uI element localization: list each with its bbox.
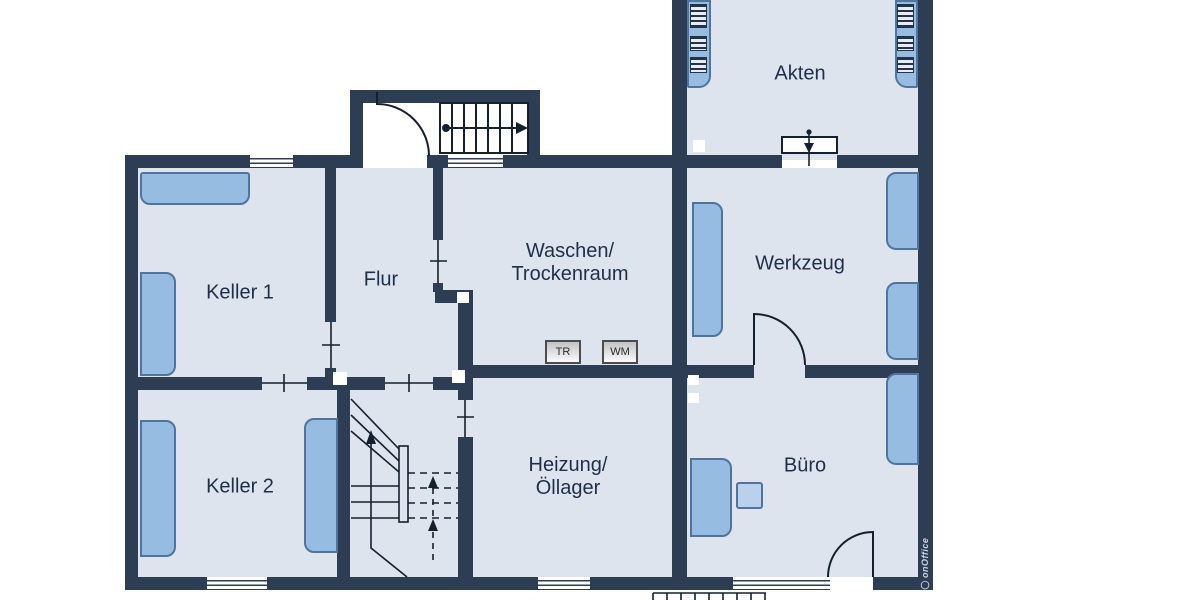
wall-heizung-left-upper [458, 303, 473, 400]
furniture-keller2-shelf-right [304, 418, 338, 553]
appliance-washer: WM [602, 340, 638, 364]
onoffice-watermark: ◯ onOffice [916, 512, 934, 590]
wall-niche-waschen [457, 292, 469, 303]
appliance-dryer-label: TR [555, 346, 571, 358]
file-stack [690, 36, 707, 51]
wall-niche-buero-2 [688, 393, 699, 403]
room-label-waschen-line2: Trockenraum [511, 263, 629, 285]
window-buero-bottom [733, 577, 830, 590]
wall-vestibule-top [350, 90, 540, 103]
wall-vestibule-left [350, 90, 363, 168]
furniture-keller1-shelf-top [140, 172, 250, 205]
wall-vestibule-right [527, 90, 540, 168]
exterior-steps-bottom [652, 592, 766, 600]
room-akten-floor [687, 0, 918, 160]
furniture-buero-cabinet-right [886, 373, 919, 465]
wall-waschen-heizung-divider [458, 365, 687, 378]
furniture-werkzeug-cabinet-left [692, 202, 723, 337]
furniture-werkzeug-cabinet-right2 [886, 282, 919, 360]
wall-outer-left [125, 155, 138, 590]
wall-heizung-left-lower [458, 437, 473, 577]
wall-niche-buero-1 [688, 375, 699, 385]
file-stack [690, 4, 707, 28]
furniture-buero-desk [690, 458, 732, 537]
onoffice-watermark-text: onOffice [920, 538, 930, 579]
wall-niche-keller2 [333, 372, 347, 385]
wall-outer-bottom [125, 577, 933, 590]
room-label-akten: Akten [774, 62, 826, 85]
wall-werkzeug-buero-left [687, 365, 754, 378]
furniture-keller2-shelf-left [140, 420, 176, 557]
window-keller2-bottom [207, 577, 267, 590]
wall-top-b [540, 155, 672, 168]
wall-top-stub1 [427, 155, 448, 168]
wall-outer-right [918, 0, 933, 590]
wall-niche-akten [693, 140, 705, 152]
wall-top-a [125, 155, 350, 168]
wall-stairhall-left [337, 377, 350, 577]
vestibule-floor [363, 103, 527, 158]
wall-akten-bottom-left [672, 155, 782, 168]
wall-keller-divider-left [138, 377, 262, 390]
wall-niche-heizung [452, 370, 465, 383]
window-heizung-bottom [538, 577, 590, 590]
wall-keller1-right-upper [325, 168, 336, 322]
room-label-keller2: Keller 2 [206, 475, 274, 498]
wall-flur-bottom-right [433, 377, 458, 390]
door-opening-buero-exterior [830, 577, 873, 590]
onoffice-logo-icon: ◯ [920, 580, 930, 591]
door-opening-vestibule [363, 155, 427, 168]
appliance-washer-label: WM [610, 346, 630, 358]
room-label-heizung: Heizung/ Öllager [529, 454, 608, 500]
room-label-flur: Flur [363, 268, 399, 291]
wall-flur-bottom-left [350, 377, 385, 390]
wall-akten-bottom-right [837, 155, 933, 168]
file-stack [897, 4, 914, 28]
window-keller1-top [250, 155, 293, 168]
appliance-dryer: TR [545, 340, 581, 364]
room-label-werkzeug: Werkzeug [755, 252, 845, 275]
room-label-waschen: Waschen/ Trockenraum [511, 240, 628, 286]
furniture-buero-chair [736, 482, 763, 509]
wall-flur-right-upper [433, 168, 443, 240]
furniture-keller1-shelf-left [140, 272, 176, 376]
room-label-buero: Büro [783, 454, 827, 477]
room-label-heizung-line1: Heizung/ [528, 454, 608, 476]
room-label-keller1: Keller 1 [206, 281, 274, 304]
window-under-entry-stairs [448, 155, 503, 168]
file-stack [690, 57, 707, 73]
wall-akten-werkzeug-left [672, 0, 687, 577]
furniture-werkzeug-cabinet-right1 [886, 172, 919, 250]
room-label-waschen-line1: Waschen/ [525, 240, 615, 262]
file-stack [897, 57, 914, 73]
room-label-heizung-line2: Öllager [535, 477, 601, 499]
wall-flur-right-stub [433, 283, 443, 292]
file-stack [897, 36, 914, 51]
